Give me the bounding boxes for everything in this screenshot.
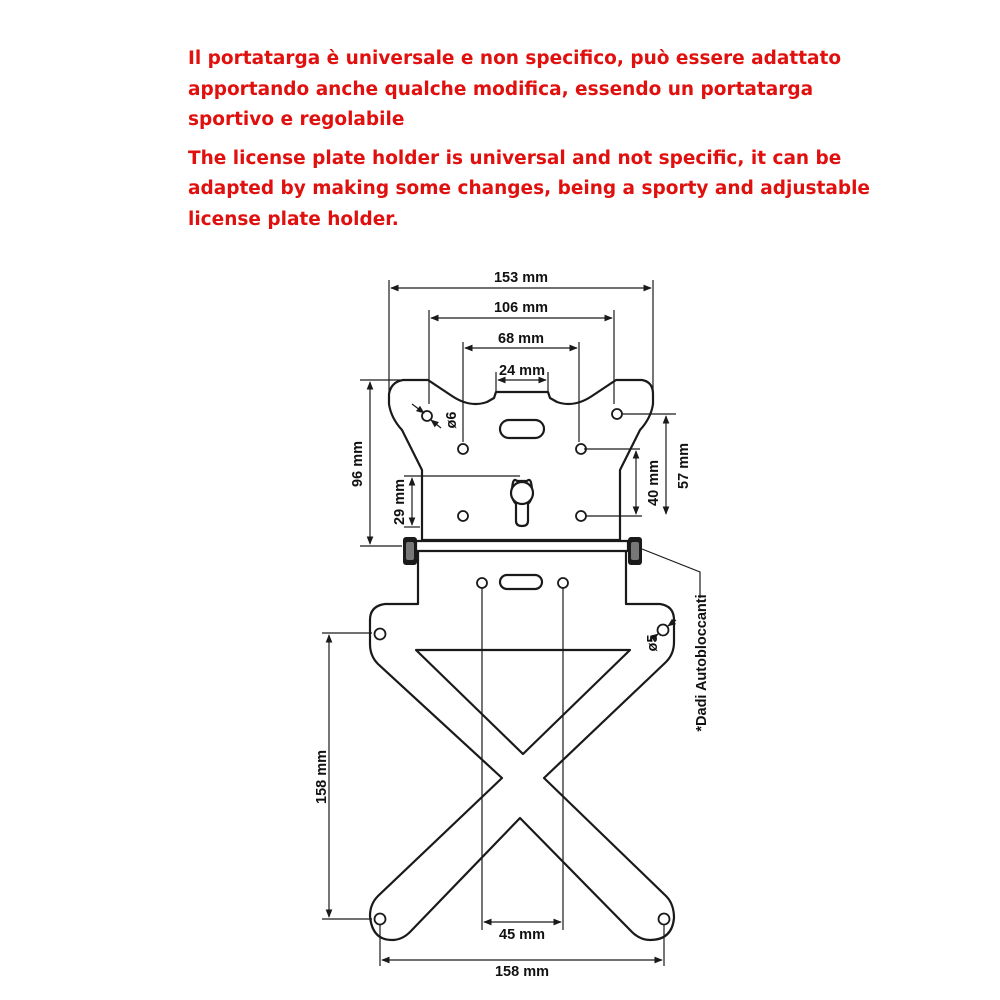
lower-right-hole: [657, 912, 671, 926]
dim-158-horizontal: 158 mm: [495, 964, 549, 980]
mount-hole: [557, 577, 569, 589]
dim-24: 24 mm: [499, 363, 545, 379]
mount-hole: [476, 577, 488, 589]
top-slot: [498, 418, 546, 440]
upper-right-hole: [656, 623, 670, 637]
plate-hole: [457, 510, 469, 522]
plate-hole: [457, 443, 469, 455]
plate-hole: [575, 510, 587, 522]
dim-158-vertical: 158 mm: [314, 750, 330, 804]
dim-68: 68 mm: [498, 331, 544, 347]
keyhole: [509, 480, 535, 506]
hinge-bar: [414, 539, 630, 553]
dim-153: 153 mm: [494, 270, 548, 286]
nuts-label: *Dadi Autobloccanti: [694, 594, 710, 731]
dimension-lines: [322, 280, 701, 966]
upper-plate: [387, 378, 655, 542]
dim-45: 45 mm: [499, 927, 545, 943]
note-italian: Il portatarga è universale e non specifi…: [188, 48, 842, 130]
dim-29: 29 mm: [392, 479, 408, 525]
center-slot: [498, 573, 544, 591]
dim-hole-6: ø6: [444, 412, 460, 429]
plate-hole: [611, 408, 623, 420]
lower-left-hole: [373, 912, 387, 926]
x-frame: [368, 546, 676, 942]
dim-hole-5: ø5: [645, 635, 661, 652]
dim-106: 106 mm: [494, 300, 548, 316]
note-english: The license plate holder is universal an…: [188, 147, 870, 230]
dim-40: 40 mm: [646, 460, 662, 506]
dim-57: 57 mm: [676, 443, 692, 489]
dim-96: 96 mm: [350, 441, 366, 487]
description-notes: Il portatarga è universale e non specifi…: [188, 44, 888, 235]
upper-left-hole: [373, 627, 387, 641]
hinge: [403, 537, 642, 565]
dimension-labels: 153 mm 106 mm 68 mm 24 mm 96 mm 29 mm 40…: [314, 270, 710, 980]
